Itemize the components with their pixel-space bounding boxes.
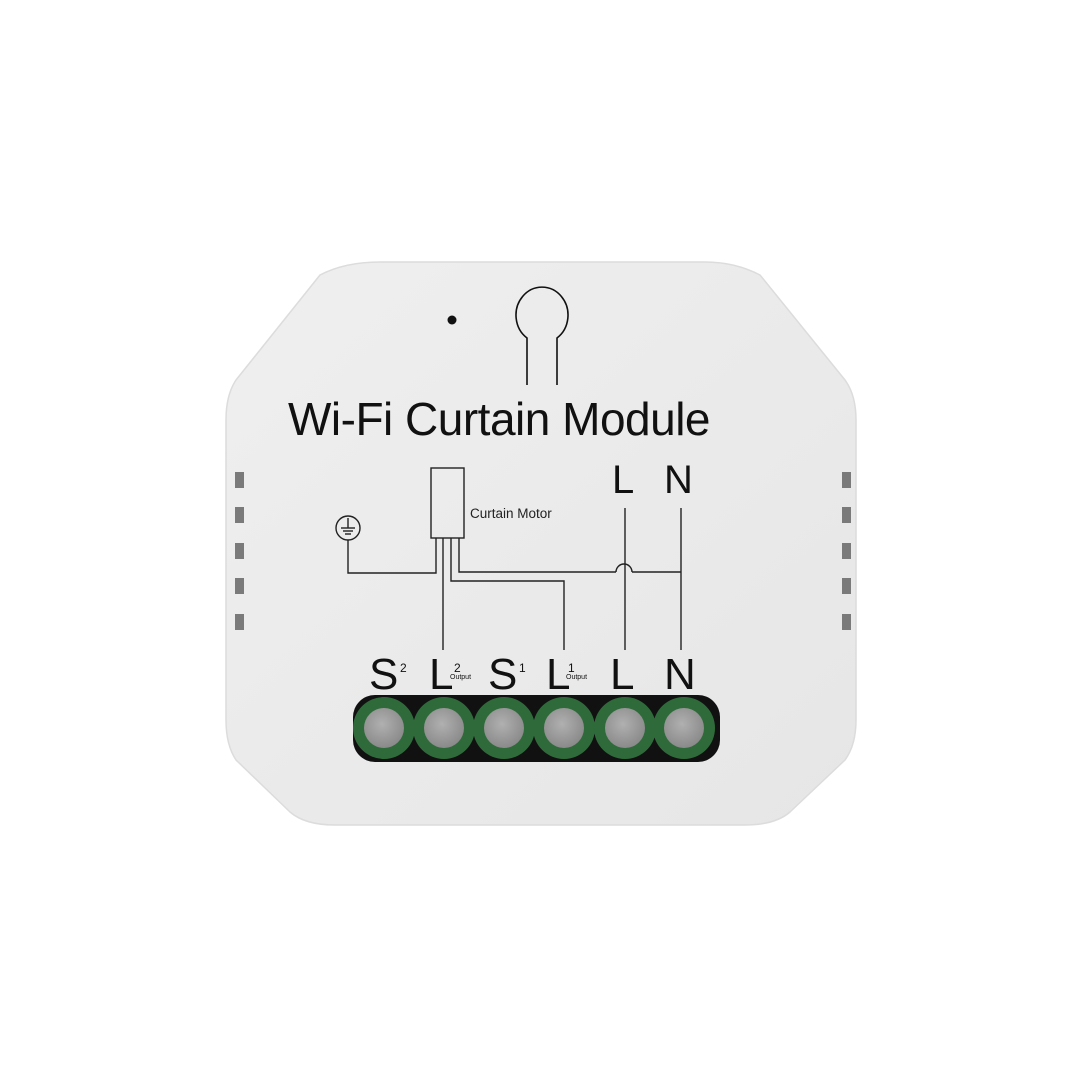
supply-live-label: L: [612, 458, 635, 502]
terminal-sup-l1: 1: [568, 661, 575, 675]
right-vents: [842, 472, 851, 630]
left-vents: [235, 472, 244, 630]
product-title: Wi-Fi Curtain Module: [288, 393, 711, 445]
curtain-motor-label: Curtain Motor: [470, 506, 552, 521]
terminal-sub-l2: Output: [450, 674, 472, 681]
terminal-label-n: N: [664, 650, 696, 699]
terminal-sup-l2: 2: [454, 661, 461, 675]
terminal-sub-l1: Output: [566, 674, 588, 681]
terminal-label-l: L: [610, 650, 635, 699]
supply-neutral-label: N: [664, 458, 693, 502]
terminal-sup-s1: 1: [519, 661, 526, 675]
wiring-diagram: [335, 467, 682, 650]
reset-button-outline: [515, 286, 569, 385]
terminal-sup-s2: 2: [400, 661, 407, 675]
status-led: [447, 315, 457, 325]
terminal-label-l1: L: [546, 650, 571, 699]
terminal-label-l2: L: [429, 650, 454, 699]
terminal-screws: [353, 697, 715, 759]
terminal-label-s2: S: [369, 650, 399, 699]
terminal-label-s1: S: [488, 650, 518, 699]
device-body: [225, 261, 857, 826]
